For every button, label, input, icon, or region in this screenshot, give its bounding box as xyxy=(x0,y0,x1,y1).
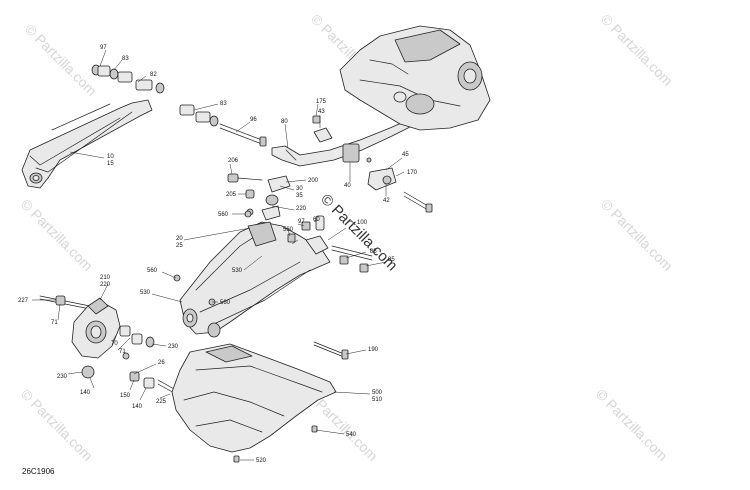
callout-26: 26 xyxy=(158,360,165,366)
sway-bar-link xyxy=(227,173,291,221)
callout-220: 220 xyxy=(296,206,307,212)
watermark: © Partzilla.com xyxy=(18,386,96,464)
wheel-knuckle xyxy=(39,295,155,359)
long-bolt xyxy=(313,341,349,360)
callout-500: 500 xyxy=(372,390,383,396)
callout-82: 82 xyxy=(150,72,157,78)
callout-150: 150 xyxy=(120,393,131,399)
callout-170: 170 xyxy=(407,170,418,176)
rear-drive-unit xyxy=(339,25,491,131)
watermark: © Partzilla.com xyxy=(593,386,671,464)
callout-83: 83 xyxy=(122,56,129,62)
callout-60: 60 xyxy=(313,217,320,223)
callout-42: 42 xyxy=(383,198,390,204)
callout-40: 40 xyxy=(344,183,351,189)
callout-97: 97 xyxy=(298,219,305,225)
stabilizer-bar xyxy=(271,119,413,167)
callout-85: 85 xyxy=(388,257,395,263)
callout-175: 175 xyxy=(316,99,327,105)
callout-510: 510 xyxy=(372,397,383,403)
callout-30: 30 xyxy=(296,186,303,192)
callout-35: 35 xyxy=(296,193,303,199)
callout-190: 190 xyxy=(368,347,379,353)
callout-140: 140 xyxy=(132,404,143,410)
callout-97: 97 xyxy=(100,45,107,51)
bushing-stack-lower xyxy=(179,104,267,147)
callout-200: 200 xyxy=(308,178,319,184)
knuckle-hardware xyxy=(81,352,177,395)
callout-100: 100 xyxy=(357,220,368,226)
callout-520: 520 xyxy=(256,458,267,464)
bushing-stack-upper xyxy=(91,64,165,94)
watermark: © Partzilla.com xyxy=(18,196,96,274)
callout-96: 96 xyxy=(250,117,257,123)
callout-20: 20 xyxy=(176,236,183,242)
callout-227: 227 xyxy=(18,298,29,304)
watermark: © Partzilla.com xyxy=(598,196,676,274)
callout-230: 230 xyxy=(168,344,179,350)
callout-15: 15 xyxy=(107,161,114,167)
callout-220: 220 xyxy=(100,282,111,288)
callout-530: 530 xyxy=(140,290,151,296)
skid-plate xyxy=(171,343,337,463)
callout-labels: 97 83 82 83 96 10 15 175 43 80 45 206 20… xyxy=(18,45,418,464)
callout-530: 530 xyxy=(232,268,243,274)
callout-83: 83 xyxy=(220,101,227,107)
callout-10: 10 xyxy=(107,154,114,160)
callout-225: 225 xyxy=(156,399,167,405)
stabilizer-hardware xyxy=(312,115,433,213)
callout-560: 560 xyxy=(283,227,294,233)
callout-80: 80 xyxy=(281,119,288,125)
callout-140: 140 xyxy=(80,390,91,396)
callout-71: 71 xyxy=(51,320,58,326)
callout-70: 70 xyxy=(111,341,118,347)
callout-45: 45 xyxy=(402,152,409,158)
leader-lines xyxy=(32,49,405,461)
callout-85: 85 xyxy=(370,249,377,255)
callout-25: 25 xyxy=(176,243,183,249)
trailing-arm xyxy=(21,99,153,189)
a-arm xyxy=(179,221,331,338)
callout-560: 560 xyxy=(220,300,231,306)
diagram-code: 26C1906 xyxy=(22,467,55,476)
callout-540: 540 xyxy=(346,432,357,438)
watermark: © Partzilla.com xyxy=(598,11,676,89)
callout-230: 230 xyxy=(57,374,68,380)
callout-560: 560 xyxy=(218,212,229,218)
callout-205: 205 xyxy=(226,192,237,198)
watermark: © Partzilla.com xyxy=(22,21,100,99)
callout-210: 210 xyxy=(100,275,111,281)
callout-43: 43 xyxy=(318,109,325,115)
callout-206: 206 xyxy=(228,158,239,164)
callout-560: 560 xyxy=(147,268,158,274)
callout-71: 71 xyxy=(119,349,126,355)
